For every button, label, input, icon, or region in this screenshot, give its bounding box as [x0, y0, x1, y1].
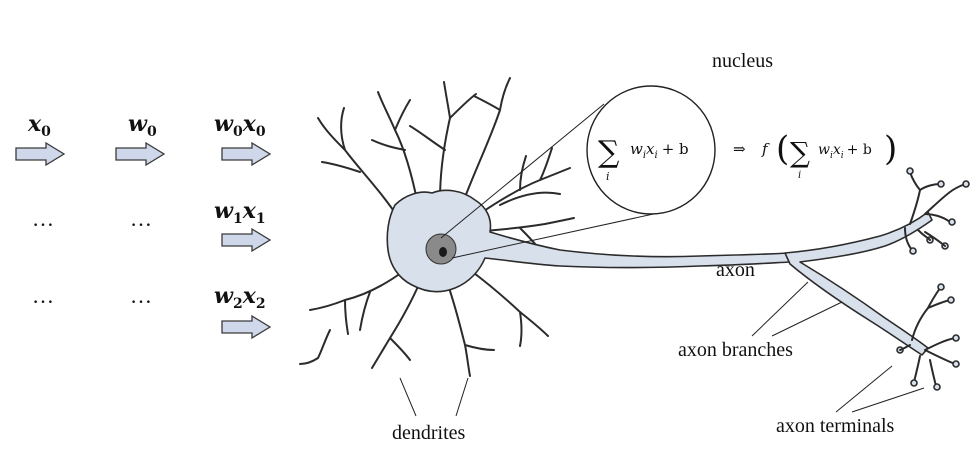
leader-lines — [399, 281, 925, 417]
nucleolus — [439, 247, 447, 257]
leader-branches-a — [751, 281, 809, 337]
zoom-circle — [586, 85, 716, 215]
arrow-w0 — [115, 141, 166, 167]
label-x0: x0 — [27, 111, 51, 140]
soma — [386, 189, 791, 293]
label-nucleus: nucleus — [712, 50, 773, 72]
axon-terminals-top — [904, 167, 970, 255]
label-axon-branches: axon branches — [678, 339, 793, 361]
activation-f: f — [761, 140, 770, 158]
leader-terminals-a — [835, 365, 893, 413]
label-axon-terminals: axon terminals — [776, 415, 895, 437]
sum-term-2: wixi+ b — [818, 142, 872, 161]
zoom-line-lower — [451, 212, 659, 259]
zoom-line-upper — [440, 103, 605, 239]
sum-symbol: ∑ — [598, 135, 620, 170]
label-w1x1: w1x1 — [214, 198, 266, 227]
sum-index-2: i — [798, 170, 801, 181]
label-axon: axon — [716, 259, 755, 281]
label-w0x0: w0x0 — [214, 111, 266, 140]
sum-term: wixi+ b — [630, 140, 689, 161]
ellipsis-r2-c2: … — [130, 283, 152, 308]
implies-arrow: ⇒ — [733, 140, 746, 158]
leader-dendrites-b — [455, 377, 469, 417]
sum-index: i — [606, 170, 610, 183]
arrow-x0 — [15, 141, 66, 167]
label-w0: w0 — [128, 111, 157, 140]
ellipsis-r2-c1: … — [32, 283, 54, 308]
activation-formula: ⇒ f ( ∑ i wixi+ b ) — [733, 129, 897, 181]
ellipsis-r1-c1: … — [32, 206, 54, 231]
arrow-w0x0 — [221, 141, 272, 167]
leader-dendrites-a — [399, 377, 417, 417]
sum-symbol-2: ∑ — [790, 136, 810, 169]
neuron-cell — [299, 77, 970, 391]
leader-branches-b — [771, 301, 843, 337]
axon — [784, 211, 933, 356]
open-paren: ( — [776, 129, 789, 169]
arrow-w1x1 — [221, 227, 272, 253]
arrow-w2x2 — [221, 314, 272, 340]
label-dendrites: dendrites — [392, 422, 466, 444]
label-w2x2: w2x2 — [214, 283, 266, 312]
leader-terminals-b — [851, 387, 925, 413]
close-paren: ) — [884, 129, 897, 169]
axon-terminals-bottom — [896, 283, 960, 391]
formula-inside: ∑ i wixi+ b — [598, 135, 689, 183]
ellipsis-r1-c2: … — [130, 206, 152, 231]
